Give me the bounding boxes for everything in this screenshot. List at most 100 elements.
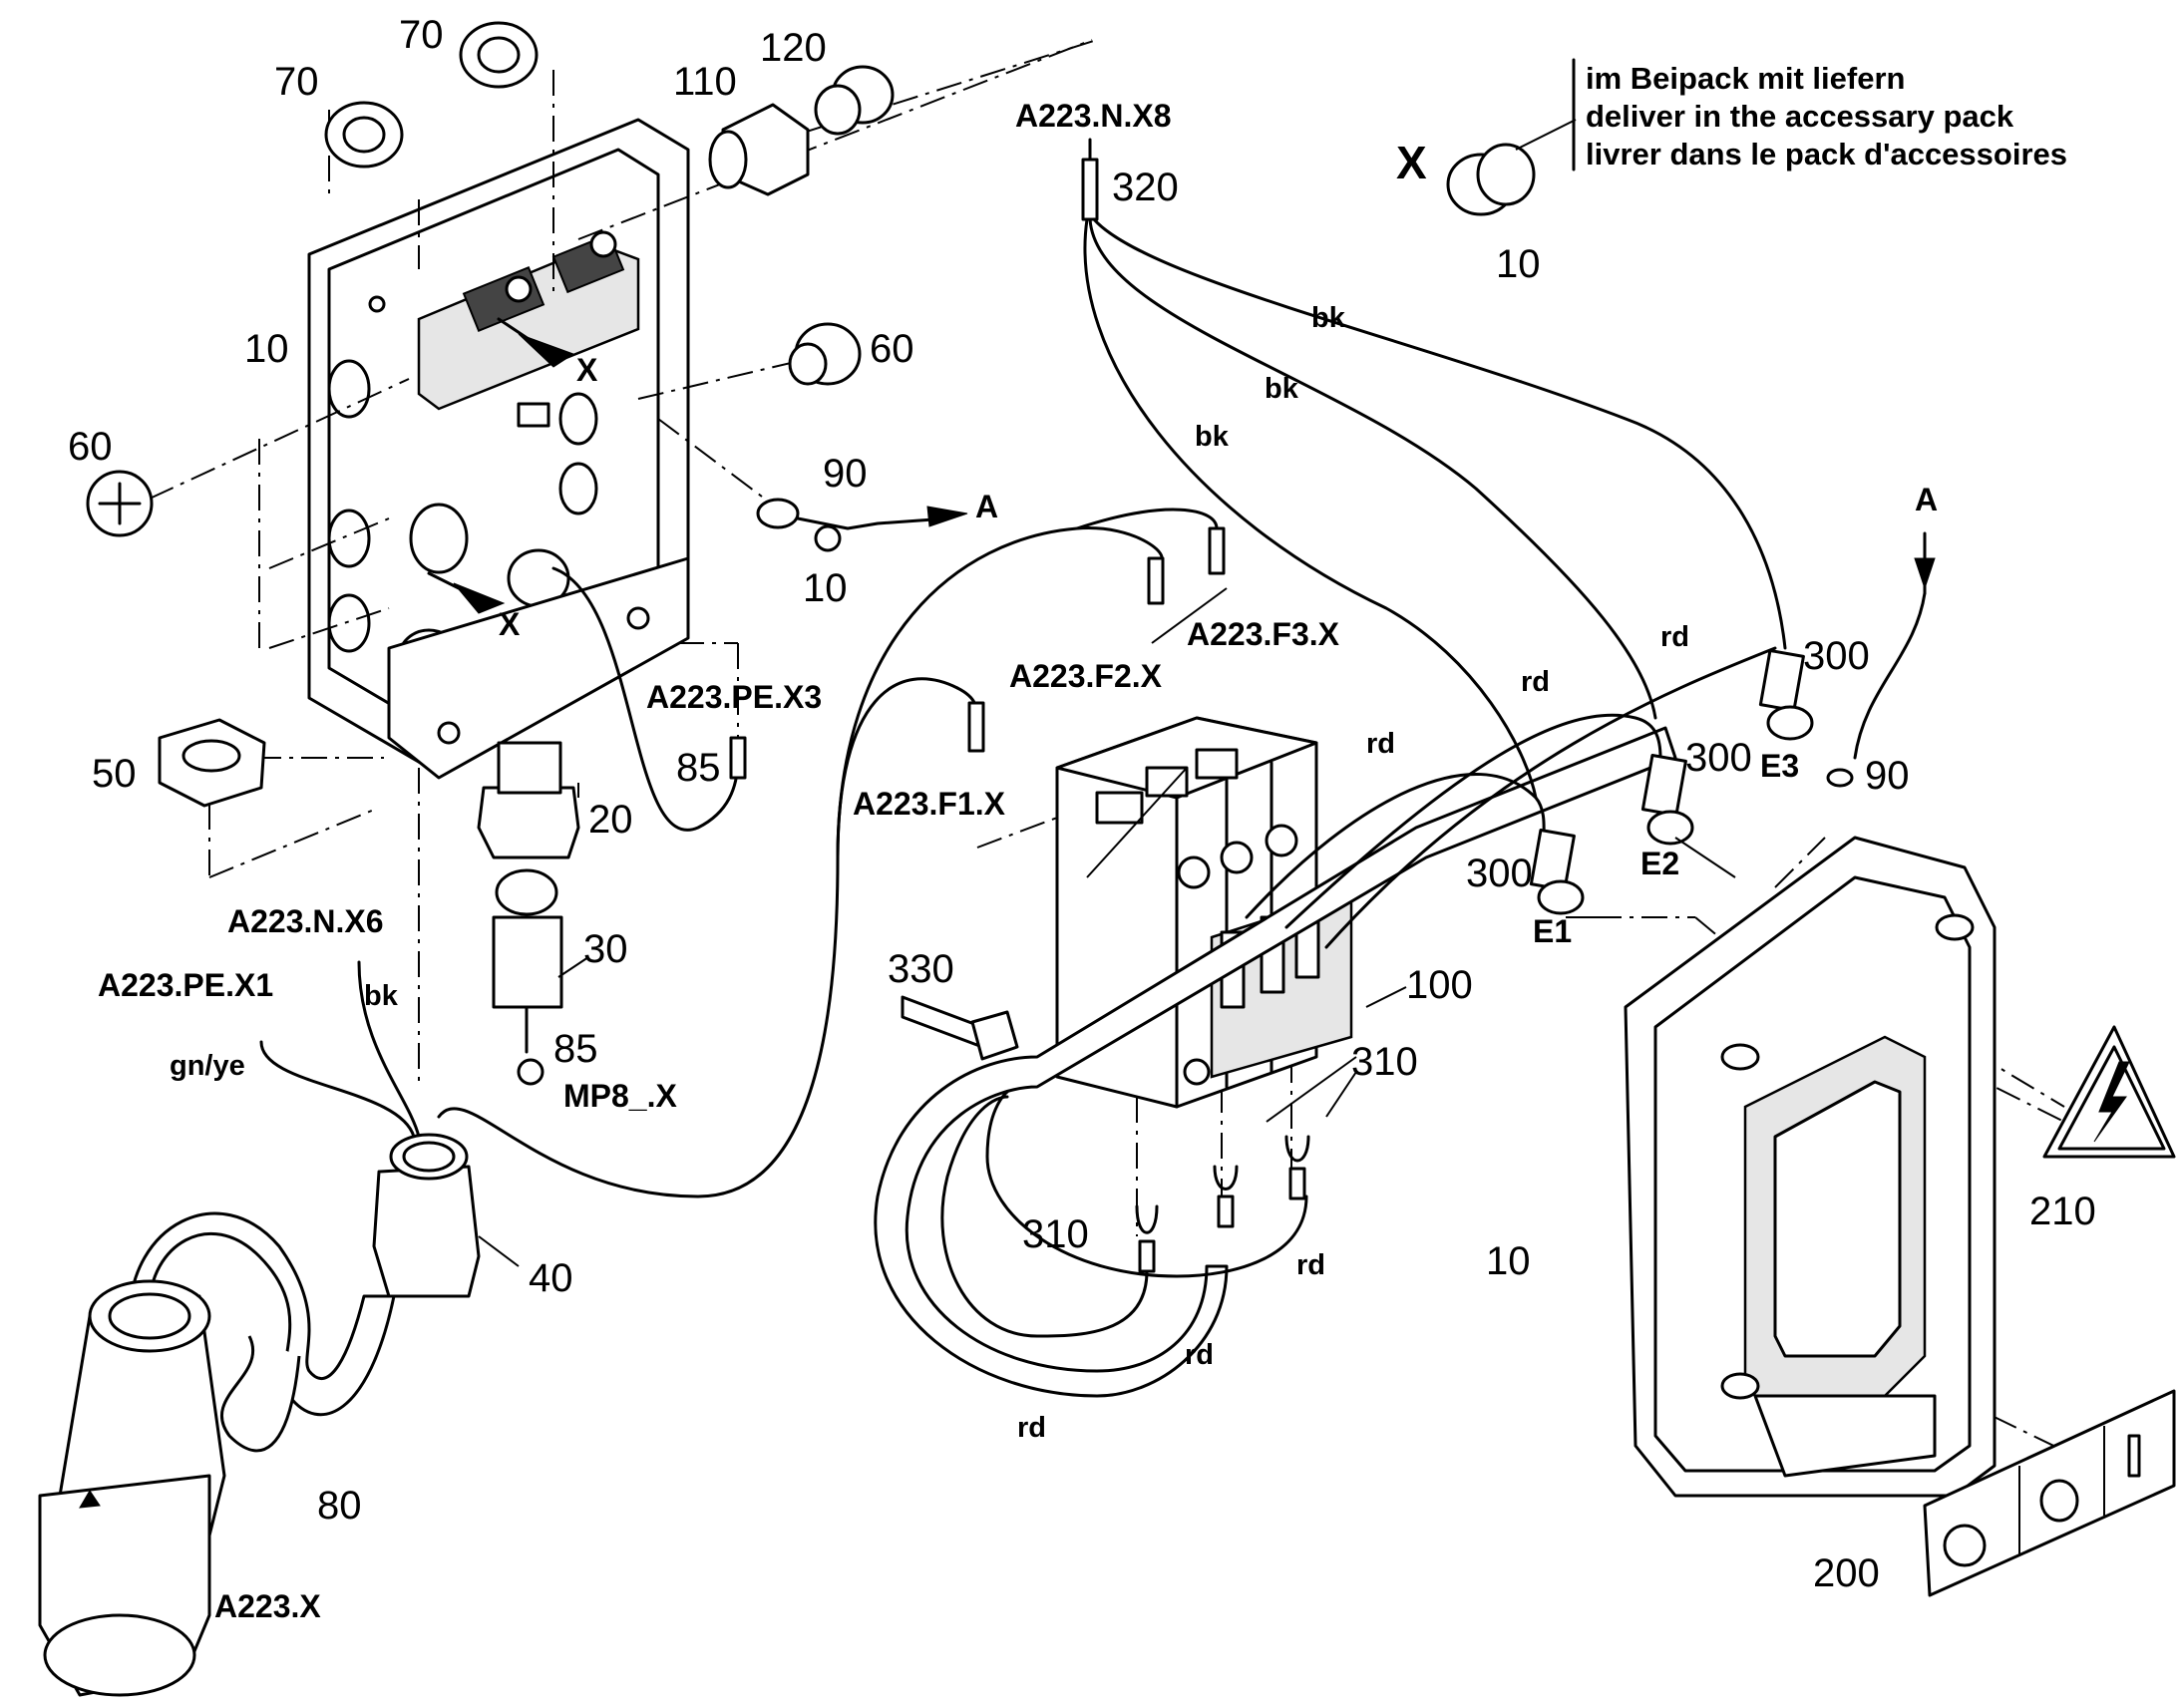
part-number-30: 30 (583, 927, 628, 971)
warning-sign-210 (2042, 1025, 2176, 1159)
arrow-to-a (926, 506, 968, 527)
rd-wire-e1 (1245, 773, 1546, 919)
marker-x-lower: X (499, 606, 521, 642)
marker-x-upper: X (576, 352, 598, 388)
part-number-10-housing: 10 (244, 327, 289, 371)
part-number-310-right: 310 (1351, 1040, 1418, 1084)
ref-a223-pe-x3: A223.PE.X3 (646, 679, 823, 715)
plug-60-left (86, 470, 154, 537)
pe-x3-wire (551, 566, 740, 832)
housing-back-plate (307, 118, 690, 780)
fork-lugs-310 (1135, 1056, 1357, 1273)
wire-color-bk-1: bk (1311, 302, 1345, 334)
wire-color-gn-ye: gn/ye (170, 1050, 245, 1082)
part-number-85-cable: 85 (676, 746, 721, 790)
wire-color-rd-6: rd (1017, 1412, 1046, 1444)
part-number-310-left: 310 (1022, 1212, 1089, 1256)
cable-tie-330 (901, 995, 1019, 1061)
ref-a223-n-x6: A223.N.X6 (227, 903, 384, 939)
pe-x1-wire (259, 1040, 416, 1139)
wire-color-bk-4: bk (364, 980, 398, 1012)
gland-20 (477, 741, 580, 859)
part-number-100: 100 (1406, 963, 1473, 1007)
marker-a-top: A (1915, 482, 1939, 517)
part-number-200: 200 (1813, 1551, 1880, 1595)
lamp-e1 (1529, 828, 1585, 915)
part-number-300-e1: 300 (1466, 852, 1533, 895)
accessory-note: im Beipack mit liefern deliver in the ac… (1586, 60, 2067, 172)
part-number-70-a: 70 (399, 13, 444, 57)
part-number-90-top: 90 (823, 452, 868, 496)
part-number-10-cover: 10 (1486, 1239, 1531, 1283)
gland-110 (708, 103, 810, 196)
terminal-320 (1081, 138, 1099, 221)
ref-a223-n-x8: A223.N.X8 (1015, 98, 1172, 134)
part-number-110: 110 (673, 60, 737, 104)
wire-color-rd-4: rd (1296, 1249, 1325, 1281)
nut-50 (158, 718, 266, 808)
part-number-85-gland: 85 (553, 1027, 598, 1071)
gland-40 (372, 1133, 481, 1298)
part-number-10-accessory: 10 (1496, 242, 1541, 286)
ref-lamp-e2: E2 (1640, 846, 1680, 881)
part-number-330: 330 (888, 947, 954, 991)
part-number-40: 40 (529, 1256, 573, 1300)
rd-wire-e3 (1324, 646, 1777, 949)
gland-30 (492, 868, 563, 1086)
thermometer-icon (1943, 1524, 1987, 1567)
part-number-20: 20 (588, 798, 633, 842)
front-cover (1624, 836, 1997, 1498)
nut-70-a (324, 101, 404, 169)
nut-70-b (459, 21, 539, 89)
accessory-cap (1446, 58, 1577, 216)
bk-wire-e1 (1083, 217, 1538, 800)
part-number-70-b: 70 (274, 60, 319, 104)
ground-wire-to-a (796, 516, 949, 530)
part-number-80: 80 (317, 1484, 362, 1528)
wire-color-rd-2: rd (1521, 666, 1550, 698)
accessory-x-marker: X (1396, 137, 1427, 188)
wire-color-bk-3: bk (1195, 421, 1229, 453)
part-number-60-left: 60 (68, 425, 113, 469)
lamp-e2 (1640, 753, 1694, 846)
ref-a223-f2-x: A223.F2.X (1009, 658, 1162, 694)
plug-120 (814, 65, 895, 136)
ref-lamp-e1: E1 (1533, 913, 1573, 949)
accessory-note-line-fr: livrer dans le pack d'accessoires (1586, 136, 2067, 171)
red-wire-bundle (874, 726, 1677, 1398)
ground-screw-90 (756, 498, 842, 552)
accessory-note-line-de: im Beipack mit liefern (1586, 61, 1906, 96)
wire-color-bk-2: bk (1265, 373, 1298, 405)
ref-a223-f3-x: A223.F3.X (1187, 616, 1339, 652)
ref-a223-x: A223.X (214, 1588, 321, 1624)
ref-mp8-x: MP8_.X (563, 1078, 677, 1114)
part-number-60-right: 60 (870, 327, 914, 371)
part-number-320: 320 (1112, 166, 1179, 209)
part-number-210: 210 (2029, 1190, 2096, 1233)
lamp-e3 (1758, 648, 1814, 741)
lightning-bolt-icon (2093, 1061, 2130, 1143)
part-number-120: 120 (760, 26, 827, 70)
ref-a223-f1-x: A223.F1.X (853, 786, 1005, 822)
ref-a223-pe-x1: A223.PE.X1 (98, 967, 274, 1003)
wire-color-rd-3: rd (1366, 728, 1395, 760)
part-number-300-e3: 300 (1803, 634, 1870, 678)
gauge-icon (2127, 1434, 2141, 1478)
wire-color-rd-1: rd (1660, 621, 1689, 653)
label-strip-200 (1923, 1389, 2176, 1597)
rd-wire-e2 (1284, 713, 1662, 929)
ref-lamp-e3: E3 (1760, 748, 1800, 784)
n-x6-wire (357, 960, 421, 1139)
part-number-90-right: 90 (1865, 754, 1910, 798)
part-number-50: 50 (92, 752, 137, 796)
marker-a-arrow: A (975, 489, 999, 524)
main-cable (437, 677, 959, 1198)
part-number-300-e2: 300 (1685, 736, 1752, 780)
bk-wire-e2 (1088, 217, 1657, 720)
bk-wire-e3 (1092, 217, 1787, 650)
plug-60-right (788, 322, 862, 386)
leader-lines (478, 587, 1736, 1267)
drop-icon (2039, 1479, 2079, 1523)
plug-a223-x (38, 1279, 226, 1697)
